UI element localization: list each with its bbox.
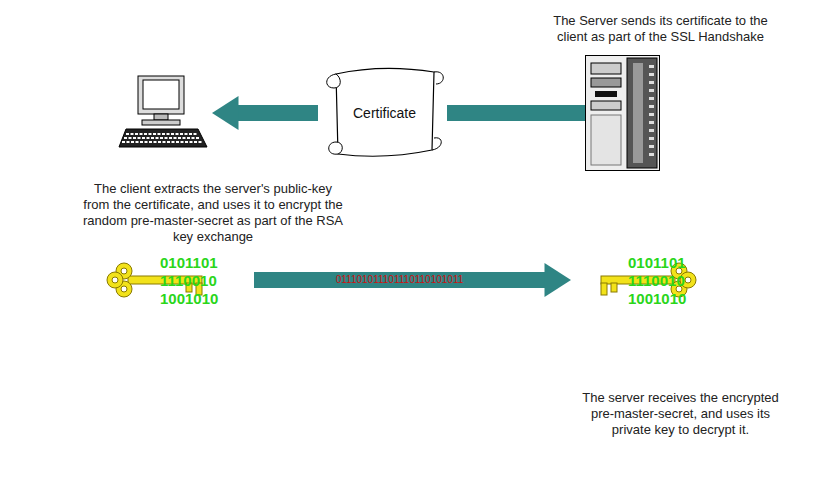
key-hole [121,268,127,274]
drive-bay [591,101,621,110]
key-hole [112,277,118,283]
drive-bay [591,78,621,87]
client-computer-drawing [118,75,208,151]
arrow-head [212,96,239,130]
vent-slot [649,65,654,68]
key-row [126,133,198,135]
key-row [122,141,202,143]
server-tower: The Server sends its certificate to the … [585,55,660,171]
arrow-connector [254,263,571,297]
certificate-label: Certificate [353,105,416,121]
server-tower-drawing [585,55,660,171]
server-caption: The Server sends its certificate to the … [538,13,783,45]
vent-slot [649,81,654,84]
server-panel [627,58,657,168]
binary-secret: 0101101 1110010 1001010 [628,254,686,308]
arrow-shaft [447,105,585,121]
arrow-connector [212,96,318,130]
encrypted-bits: 011101011101110110101011 [334,274,466,286]
monitor-stand [154,114,168,120]
monitor-screen [143,80,179,109]
key-hole [121,286,127,292]
scroll-sheet [336,68,434,156]
monitor-case [138,76,184,114]
scroll-curl [432,138,441,150]
vent-slot [649,137,654,140]
certificate-scroll: Certificate [322,62,447,164]
key-bow [107,272,123,288]
vent-slot [649,97,654,100]
server-strip [633,63,643,163]
arrow-shaft [254,272,545,288]
vent-slot [649,121,654,124]
session-key: 0101101 1110010 1001010 [108,252,240,308]
client-computer: The client extracts the server's public-… [118,75,208,151]
keyboard [119,129,207,147]
server-door [591,115,621,165]
session-key: 0101101 1110010 1001010The server receiv… [585,252,710,308]
drive-slot [595,91,617,97]
scroll-curl [434,72,443,84]
server-caption: The server receives the encrypted pre-ma… [573,390,788,438]
key-row [124,137,200,139]
arrow-shaft [238,105,318,121]
monitor-base [142,120,180,125]
vent-slot [649,89,654,92]
client-caption: The client extracts the server's public-… [82,181,344,245]
vent-slot [649,73,654,76]
vent-slot [649,145,654,148]
vent-slot [649,105,654,108]
key-tooth [601,283,607,295]
drive-bay [591,63,621,74]
vent-slot [649,129,654,132]
scroll-curl [329,142,343,154]
key-tooth [611,283,617,292]
arrow-head [545,263,572,297]
vent-slot [649,153,654,156]
server-body [586,56,660,171]
vent-slot [649,113,654,116]
key-hole [685,277,691,283]
scroll-curl [327,74,341,88]
binary-secret: 0101101 1110010 1001010 [160,254,218,308]
arrow-connector [447,113,585,114]
